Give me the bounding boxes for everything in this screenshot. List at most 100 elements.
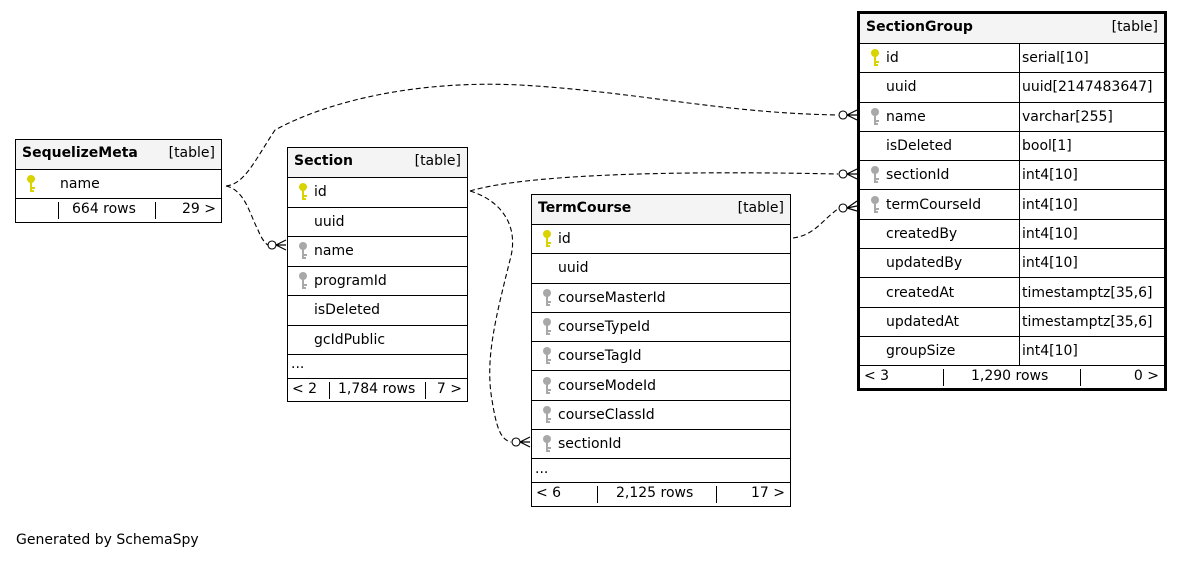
index-key-icon: [540, 346, 554, 366]
column-name: name: [60, 176, 100, 192]
column-row[interactable]: programId: [288, 267, 467, 296]
index-key-icon: [540, 288, 554, 308]
column-type: serial[10]: [1022, 50, 1089, 67]
more-columns[interactable]: ...: [532, 459, 790, 484]
table-name[interactable]: SectionGroup: [866, 19, 973, 35]
parents-link[interactable]: < 3: [864, 368, 890, 385]
crowfoot-marker: [846, 109, 858, 121]
column-name: groupSize: [886, 343, 956, 360]
column-row[interactable]: uuid: [288, 208, 467, 237]
column-name: gcIdPublic: [314, 331, 386, 348]
table-footer: 664 rows 29 >: [16, 199, 221, 221]
column-type: bool[1]: [1022, 138, 1072, 155]
table-type: [table]: [1111, 19, 1158, 35]
table-sequelizemeta[interactable]: SequelizeMeta [table] name 664 rows 29 >: [15, 139, 222, 223]
index-key-icon: [296, 241, 310, 261]
column-row[interactable]: id: [288, 178, 467, 208]
column-row[interactable]: courseModeId: [532, 371, 790, 401]
edge-section-termcourse: [469, 190, 514, 443]
index-key-icon: [868, 165, 882, 185]
table-termcourse[interactable]: TermCourse [table] id uuid courseMasterId c…: [531, 194, 791, 507]
column-row[interactable]: courseMasterId: [532, 284, 790, 313]
table-footer: < 6 2,125 rows 17 >: [532, 483, 790, 505]
column-row[interactable]: courseClassId: [532, 401, 790, 431]
children-link[interactable]: 7 >: [436, 381, 462, 397]
column-name: id: [886, 50, 899, 67]
column-row[interactable]: createdAt timestamptz[35,6]: [860, 278, 1164, 308]
children-link[interactable]: 0 >: [1133, 368, 1159, 385]
table-name[interactable]: SequelizeMeta: [22, 145, 138, 161]
table-type: [table]: [414, 153, 461, 169]
index-key-icon: [540, 317, 554, 337]
column-name: name: [886, 108, 926, 125]
column-name: isDeleted: [314, 302, 381, 319]
column-type: int4[10]: [1022, 255, 1078, 272]
column-row[interactable]: name: [288, 237, 467, 267]
column-row[interactable]: sectionId: [532, 430, 790, 460]
table-header: SectionGroup [table]: [860, 14, 1164, 44]
column-name: courseMasterId: [558, 289, 666, 306]
edge-end-circle: [838, 169, 848, 179]
edge-termcourse-sectiongroup: [792, 208, 839, 239]
column-row[interactable]: courseTypeId: [532, 313, 790, 343]
index-key-icon: [540, 434, 554, 454]
column-name: courseClassId: [558, 406, 655, 423]
column-name: isDeleted: [886, 138, 953, 155]
row-count: 1,290 rows: [971, 368, 1049, 385]
parents-link[interactable]: < 2: [292, 381, 318, 397]
table-footer: < 3 1,290 rows 0 >: [860, 366, 1164, 388]
edge-meta-sectiongroup: [225, 83, 839, 187]
column-type: int4[10]: [1022, 167, 1078, 184]
column-name: uuid: [558, 260, 589, 277]
crowfoot-marker: [846, 168, 858, 180]
table-type: [table]: [737, 200, 784, 216]
column-name: courseTagId: [558, 348, 642, 365]
column-name: courseModeId: [558, 377, 656, 394]
column-type: timestamptz[35,6]: [1022, 313, 1153, 330]
column-row[interactable]: uuid: [532, 254, 790, 284]
edge-end-circle: [838, 203, 848, 213]
column-row[interactable]: courseTagId: [532, 342, 790, 372]
children-link[interactable]: 29 >: [182, 201, 216, 217]
column-row[interactable]: id: [532, 225, 790, 255]
column-row[interactable]: name: [16, 170, 221, 199]
column-name: createdAt: [886, 284, 955, 301]
more-columns[interactable]: ...: [288, 355, 467, 379]
column-row[interactable]: isDeleted bool[1]: [860, 131, 1164, 162]
index-key-icon: [296, 271, 310, 291]
column-name: programId: [314, 272, 387, 289]
column-name: id: [314, 184, 327, 201]
crowfoot-marker: [519, 436, 531, 448]
table-footer: < 2 1,784 rows 7 >: [288, 379, 467, 401]
column-name: courseTypeId: [558, 319, 650, 336]
column-type: uuid[2147483647]: [1022, 79, 1153, 96]
table-name[interactable]: Section: [294, 153, 353, 169]
column-row[interactable]: gcIdPublic: [288, 326, 467, 355]
parents-link[interactable]: < 6: [536, 485, 562, 502]
column-name: sectionId: [558, 436, 622, 453]
column-name: updatedBy: [886, 255, 963, 272]
table-header: Section [table]: [288, 148, 467, 178]
primary-key-icon: [24, 174, 38, 194]
column-type: timestamptz[35,6]: [1022, 284, 1153, 301]
children-link[interactable]: 17 >: [751, 485, 785, 502]
edge-end-circle: [838, 110, 848, 120]
column-type: int4[10]: [1022, 225, 1078, 242]
index-key-icon: [868, 195, 882, 215]
row-count: 2,125 rows: [616, 485, 694, 502]
column-row[interactable]: isDeleted: [288, 296, 467, 326]
table-name[interactable]: TermCourse: [538, 200, 632, 216]
column-row[interactable]: id serial[10]: [860, 44, 1164, 74]
edge-end-circle: [267, 240, 277, 250]
column-row[interactable]: updatedBy int4[10]: [860, 249, 1164, 279]
